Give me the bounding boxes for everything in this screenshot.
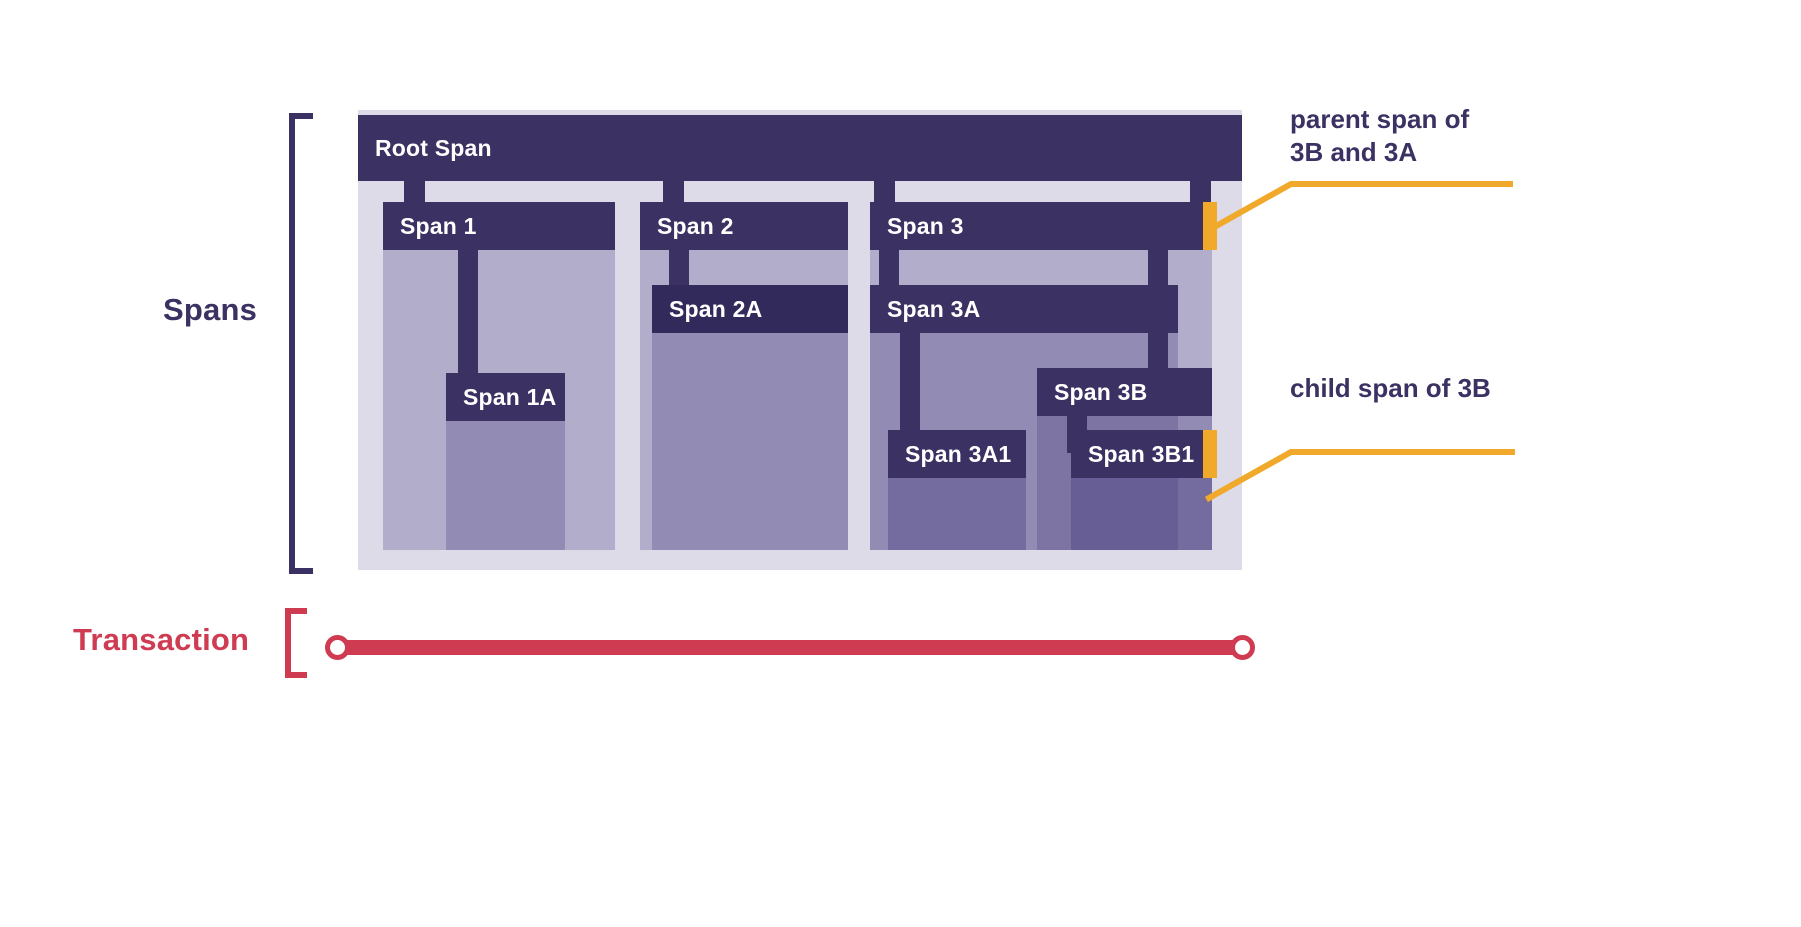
span-label-span1a: Span 1A [463, 383, 557, 410]
span-label-span2a: Span 2A [669, 295, 763, 322]
span-bar-span1a[interactable]: Span 1A [446, 373, 565, 421]
transaction-end-marker[interactable] [1230, 635, 1255, 660]
transaction-group-label: Transaction [73, 622, 250, 657]
span-body-span1a [446, 420, 565, 550]
callout-text-parent-span: parent span of 3B and 3A [1290, 104, 1470, 168]
transaction-bracket [285, 608, 307, 678]
span-bar-span3a[interactable]: Span 3A [870, 285, 1178, 333]
span-bar-span2a[interactable]: Span 2A [652, 285, 848, 333]
spans-bracket [289, 113, 313, 574]
span-bar-span3b[interactable]: Span 3B [1037, 368, 1212, 416]
connector-span3a-to-span3a1 [900, 330, 920, 436]
span-body-span3b1 [1071, 478, 1212, 550]
span-label-span1: Span 1 [400, 212, 477, 239]
transaction-duration-bar[interactable] [335, 640, 1245, 655]
callout-leader-child [1204, 449, 1515, 503]
span-bar-span3b1[interactable]: Span 3B1 [1071, 430, 1212, 478]
span-label-root: Root Span [375, 134, 492, 161]
callout-text-child-span: child span of 3B [1290, 373, 1491, 403]
span-bar-span2[interactable]: Span 2 [640, 202, 848, 250]
span-label-span3b1: Span 3B1 [1088, 440, 1195, 467]
span-bar-span1[interactable]: Span 1 [383, 202, 615, 250]
connector-span3-to-span3b [1148, 240, 1168, 372]
span-body-span2a [652, 332, 848, 550]
span-label-span2: Span 2 [657, 212, 734, 239]
span-label-span3a1: Span 3A1 [905, 440, 1012, 467]
span-label-span3b: Span 3B [1054, 378, 1148, 405]
transaction-start-marker[interactable] [325, 635, 350, 660]
span-label-span3a: Span 3A [887, 295, 981, 322]
callout-leader-parent [1204, 181, 1513, 235]
span-body-span3a1 [888, 478, 1026, 550]
span-bar-span3a1[interactable]: Span 3A1 [888, 430, 1026, 478]
spans-group-label: Spans [163, 292, 258, 327]
highlight-marker-child-span[interactable] [1203, 430, 1217, 478]
span-label-span3: Span 3 [887, 212, 964, 239]
spans-panel: Root Span Span 1 Span 1A Span 2 Span 2A … [358, 110, 1242, 570]
span-bar-root[interactable]: Root Span [358, 115, 1242, 181]
connector-span3-to-span3a [879, 248, 899, 296]
connector-span1-to-span1a [458, 248, 478, 396]
